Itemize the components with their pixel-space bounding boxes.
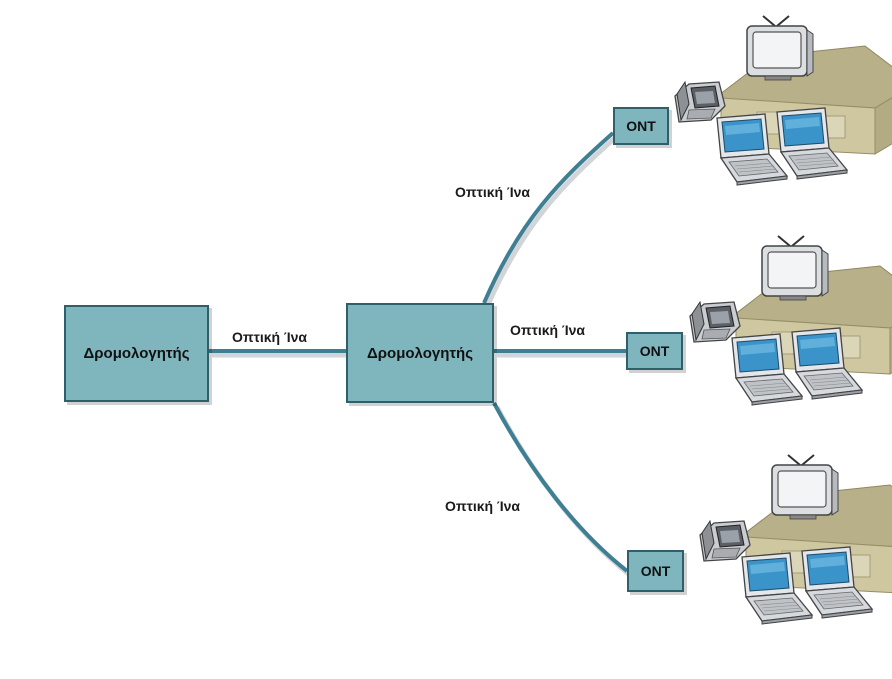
router-label: Δρομολογητής xyxy=(366,344,474,362)
ont-top: ONT xyxy=(613,107,669,145)
fiber-link-top-shadow xyxy=(484,135,618,308)
fiber-label-bottom: Οπτική Ίνα xyxy=(445,498,521,514)
router-left: Δρομολογητής xyxy=(64,305,209,402)
fiber-label-middle: Οπτική Ίνα xyxy=(510,322,586,338)
house-icon xyxy=(675,16,892,185)
router-label: Δρομολογητής xyxy=(83,345,190,362)
fiber-link-bottom-shadow xyxy=(494,405,632,577)
house-icon xyxy=(690,236,892,405)
home-site-3 xyxy=(700,455,892,624)
ont-bottom: ONT xyxy=(627,550,684,592)
ont-label: ONT xyxy=(640,563,671,579)
fiber-links xyxy=(209,131,632,577)
home-site-1 xyxy=(675,16,892,185)
fiber-link-top xyxy=(482,131,615,304)
fiber-link-bottom xyxy=(492,402,629,573)
router-center: Δρομολογητής xyxy=(346,303,494,403)
house-icon xyxy=(700,455,892,624)
ont-label: ONT xyxy=(639,343,670,359)
ont-label: ONT xyxy=(626,118,656,134)
ont-middle: ONT xyxy=(626,332,683,370)
fiber-label-router-link: Οπτική Ίνα xyxy=(232,329,308,345)
home-site-2 xyxy=(690,236,892,405)
fiber-label-top: Οπτική Ίνα xyxy=(455,184,531,200)
